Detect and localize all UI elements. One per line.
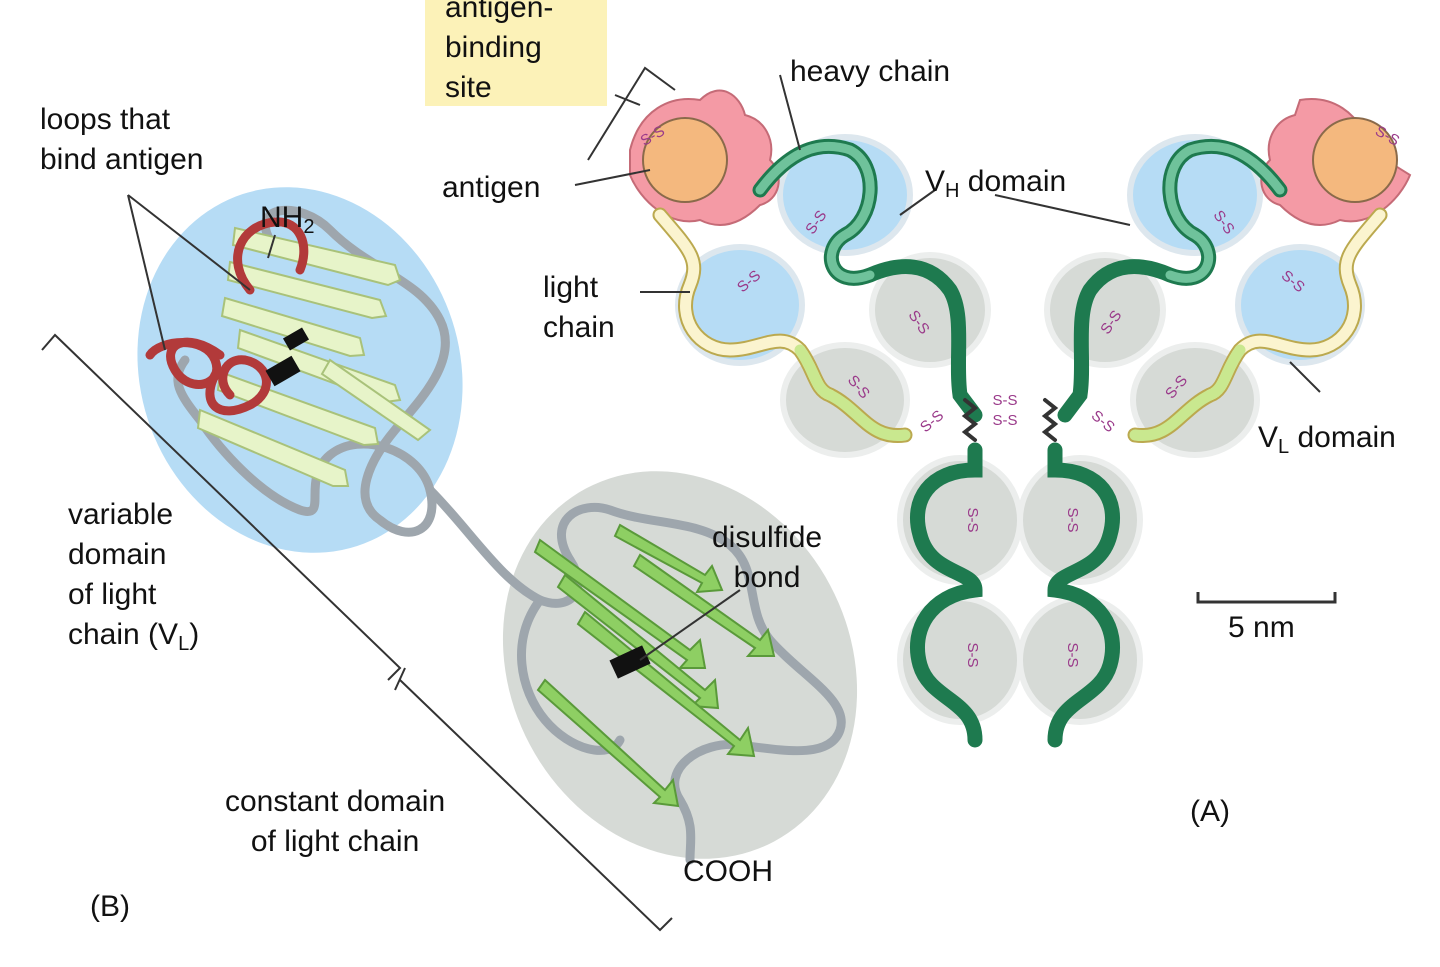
antigen-binding-loops	[145, 217, 309, 416]
light-chains	[652, 207, 1388, 444]
constant-domain-coil	[557, 502, 846, 865]
disulfide-mark-9: S-S	[917, 407, 947, 436]
constant-domain-coil-left	[517, 595, 625, 755]
variable-domain-blobs	[675, 134, 1365, 366]
panel-b-label: (B)	[90, 890, 130, 923]
nh2-label: NH2	[260, 201, 315, 238]
disulfide-mark-13: S-S	[964, 507, 981, 532]
variable-domain-strands	[196, 226, 432, 487]
constant-domain-background	[502, 471, 858, 859]
disulfide-mark-15: S-S	[964, 642, 981, 667]
disulfide-bond-label: disulfide bond	[712, 521, 823, 594]
disulfide-mark-11: S-S	[992, 392, 1017, 409]
antigen-binding-site-highlight	[425, 0, 607, 106]
schematic-leader-lines	[574, 66, 1321, 393]
disulfide-mark-12: S-S	[992, 412, 1017, 429]
panel-a-label: (A)	[1190, 795, 1230, 828]
variable-disulfide-bond	[265, 355, 301, 387]
leader-lines	[127, 194, 741, 661]
heavy-chains	[752, 138, 1288, 748]
light-chain-label: light chain	[543, 271, 615, 344]
antigen-left	[642, 117, 728, 203]
light-chain-ribbon-structure	[41, 187, 858, 932]
heavy-chain-label: heavy chain	[790, 55, 951, 88]
vl-domain-label: VL domain	[1258, 421, 1396, 458]
variable-domain-label: variable domain of light chain (VL)	[68, 498, 200, 655]
scale-bar	[1196, 592, 1337, 604]
loops-bind-antigen-label: loops that bind antigen	[40, 103, 204, 176]
constant-domain-label: constant domain of light chain	[225, 785, 446, 858]
vh-domain-label: VH domain	[925, 165, 1067, 202]
antigen-label: antigen	[442, 171, 541, 204]
antibody-schematic	[574, 66, 1412, 748]
disulfide-mark-16: S-S	[1064, 642, 1081, 667]
constant-disulfide-bond	[609, 645, 651, 679]
cooh-label: COOH	[683, 855, 773, 888]
antigen-right	[1312, 117, 1398, 203]
disulfide-mark-14: S-S	[1064, 507, 1081, 532]
domain-brackets	[41, 333, 673, 932]
disulfide-mark-10: S-S	[1088, 407, 1118, 436]
antigen-binding-site-label: antigen- binding site	[445, 0, 554, 104]
constant-domain-blobs	[780, 252, 1260, 725]
constant-domain-strands	[533, 523, 776, 808]
scale-bar-label: 5 nm	[1228, 611, 1295, 644]
